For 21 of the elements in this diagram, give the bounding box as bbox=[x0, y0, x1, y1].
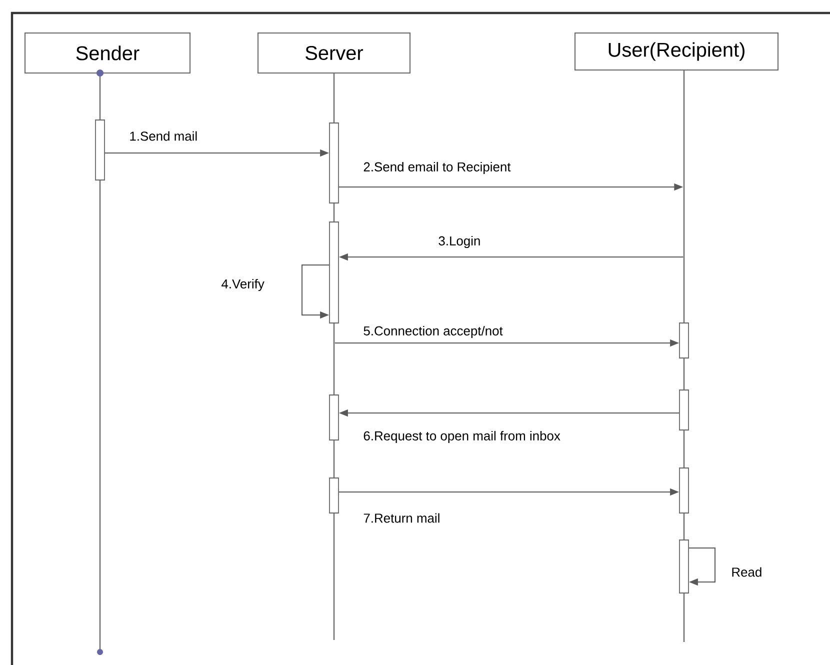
activation-bar bbox=[679, 322, 689, 358]
activation-bar bbox=[679, 468, 689, 514]
activation-bar bbox=[679, 540, 689, 594]
activation-bar bbox=[329, 222, 339, 324]
actor-box: Sender bbox=[24, 32, 190, 74]
actor-box: User(Recipient) bbox=[574, 32, 778, 70]
edge-label: 6.Request to open mail from inbox bbox=[362, 430, 562, 444]
edge-label: 4.Verify bbox=[220, 278, 266, 292]
edge-label: 2.Send email to Recipient bbox=[362, 160, 512, 176]
activation-bar bbox=[329, 394, 339, 440]
message-arrow bbox=[688, 548, 716, 586]
activation-bar bbox=[329, 122, 339, 204]
activation-bar bbox=[329, 478, 339, 514]
edge-label: 7.Return mail bbox=[362, 512, 442, 524]
edge-label: 1.Send mail bbox=[128, 130, 199, 142]
edge-label: Read bbox=[730, 566, 764, 578]
activation-bar bbox=[95, 120, 105, 180]
edge-label: 5.Connection accept/not bbox=[362, 324, 504, 340]
actor-box: Server bbox=[258, 32, 410, 74]
edge-label: 3.Login bbox=[437, 234, 482, 250]
activation-bar bbox=[679, 390, 689, 430]
